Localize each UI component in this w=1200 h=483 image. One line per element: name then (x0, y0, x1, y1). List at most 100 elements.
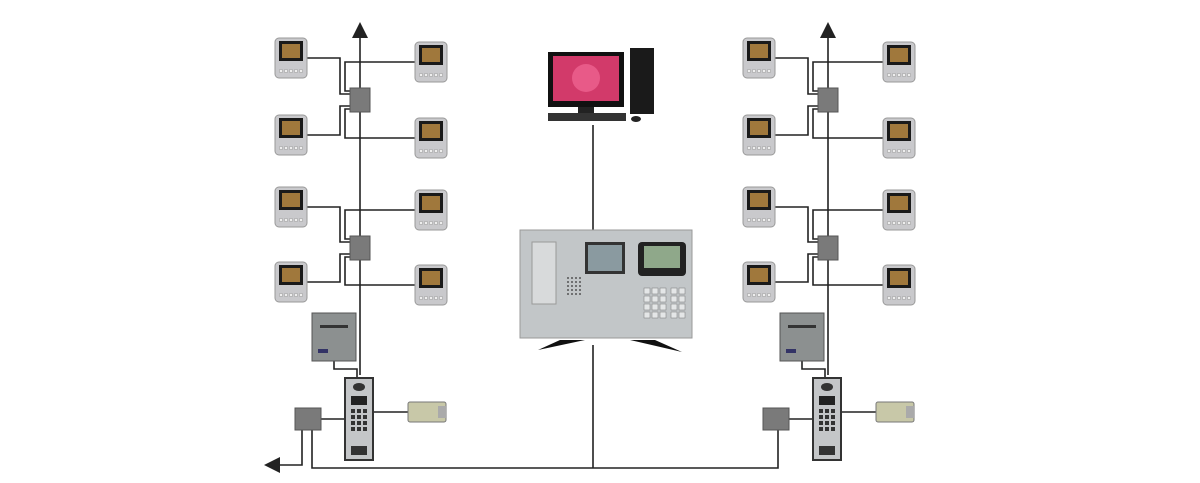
monitor-button (418, 295, 424, 301)
main-bus (311, 430, 779, 469)
door-station (344, 377, 374, 461)
monitor-button (288, 145, 294, 151)
monitor-button (906, 220, 912, 226)
monitor-button (423, 148, 429, 154)
speaker-hole (579, 289, 581, 291)
monitor-button (278, 145, 284, 151)
camera-icon (821, 383, 833, 391)
monitor-button (283, 68, 289, 74)
monitor-button (438, 220, 444, 226)
pc-tower (630, 48, 654, 114)
speaker-hole (575, 285, 577, 287)
speaker-hole (579, 285, 581, 287)
monitor-button (896, 220, 902, 226)
monitor-button (766, 145, 772, 151)
guard-key (678, 287, 686, 295)
monitor-button (423, 295, 429, 301)
speaker-hole (575, 289, 577, 291)
monitor-image (422, 271, 440, 285)
power-supply-indicator (318, 349, 328, 353)
keypad-key (351, 415, 355, 419)
wire (812, 108, 883, 139)
pc-stand (578, 107, 594, 113)
keypad-key (831, 421, 835, 425)
wire (305, 105, 350, 136)
monitor-button (288, 292, 294, 298)
speaker-hole (571, 285, 573, 287)
electric-lock (407, 401, 447, 423)
monitor-button (886, 72, 892, 78)
monitor-button (906, 72, 912, 78)
monitor-button (428, 148, 434, 154)
speaker-hole (575, 281, 577, 283)
wire (305, 206, 350, 243)
indoor-monitor (742, 37, 776, 79)
monitor-button (751, 145, 757, 151)
monitor-button (761, 217, 767, 223)
monitor-button (293, 145, 299, 151)
wire (773, 105, 818, 136)
monitor-button (288, 68, 294, 74)
guard-video-screen (588, 245, 622, 271)
monitor-button (746, 145, 752, 151)
keypad-key (825, 415, 829, 419)
monitor-button (746, 292, 752, 298)
keypad-key (819, 409, 823, 413)
monitor-button (746, 217, 752, 223)
power-supply-case (779, 312, 825, 362)
monitor-button (423, 72, 429, 78)
guard-key (659, 295, 667, 303)
monitor-button (288, 217, 294, 223)
monitor-button (891, 148, 897, 154)
wire (773, 206, 818, 243)
wire (773, 57, 818, 95)
monitor-button (896, 72, 902, 78)
monitor-button (886, 220, 892, 226)
monitor-button (418, 220, 424, 226)
speaker-hole (567, 289, 569, 291)
card-reader (819, 446, 835, 455)
wire (333, 361, 358, 378)
monitor-button (418, 72, 424, 78)
keypad-key (357, 409, 361, 413)
guard-key (678, 303, 686, 311)
keypad-key (831, 427, 835, 431)
wire (344, 108, 415, 139)
monitor-button (433, 72, 439, 78)
guard-key (651, 295, 659, 303)
wire (812, 209, 883, 240)
indoor-monitor (882, 189, 916, 231)
monitor-button (293, 292, 299, 298)
power-supply-indicator (786, 349, 796, 353)
guard-key (643, 303, 651, 311)
monitor-button (428, 72, 434, 78)
distributor-box (817, 235, 839, 261)
speaker-hole (571, 293, 573, 295)
monitor-image (750, 121, 768, 135)
door-station-display (819, 396, 835, 405)
monitor-button (293, 217, 299, 223)
monitor-button (901, 148, 907, 154)
management-computer (548, 48, 654, 122)
guard-unit (519, 229, 693, 339)
guard-key (659, 303, 667, 311)
indoor-monitor (882, 41, 916, 83)
keypad-key (363, 427, 367, 431)
monitor-button (886, 148, 892, 154)
monitor-button (901, 295, 907, 301)
indoor-monitor (882, 264, 916, 306)
keypad-key (357, 421, 361, 425)
guard-key (659, 287, 667, 295)
wire (305, 253, 350, 283)
lock-bolt (438, 406, 446, 418)
monitor-button (901, 220, 907, 226)
guard-key (651, 303, 659, 311)
speaker-hole (575, 293, 577, 295)
keypad-key (363, 409, 367, 413)
speaker-hole (571, 281, 573, 283)
door-station (812, 377, 842, 461)
monitor-image (422, 196, 440, 210)
monitor-button (418, 148, 424, 154)
monitor-button (766, 292, 772, 298)
